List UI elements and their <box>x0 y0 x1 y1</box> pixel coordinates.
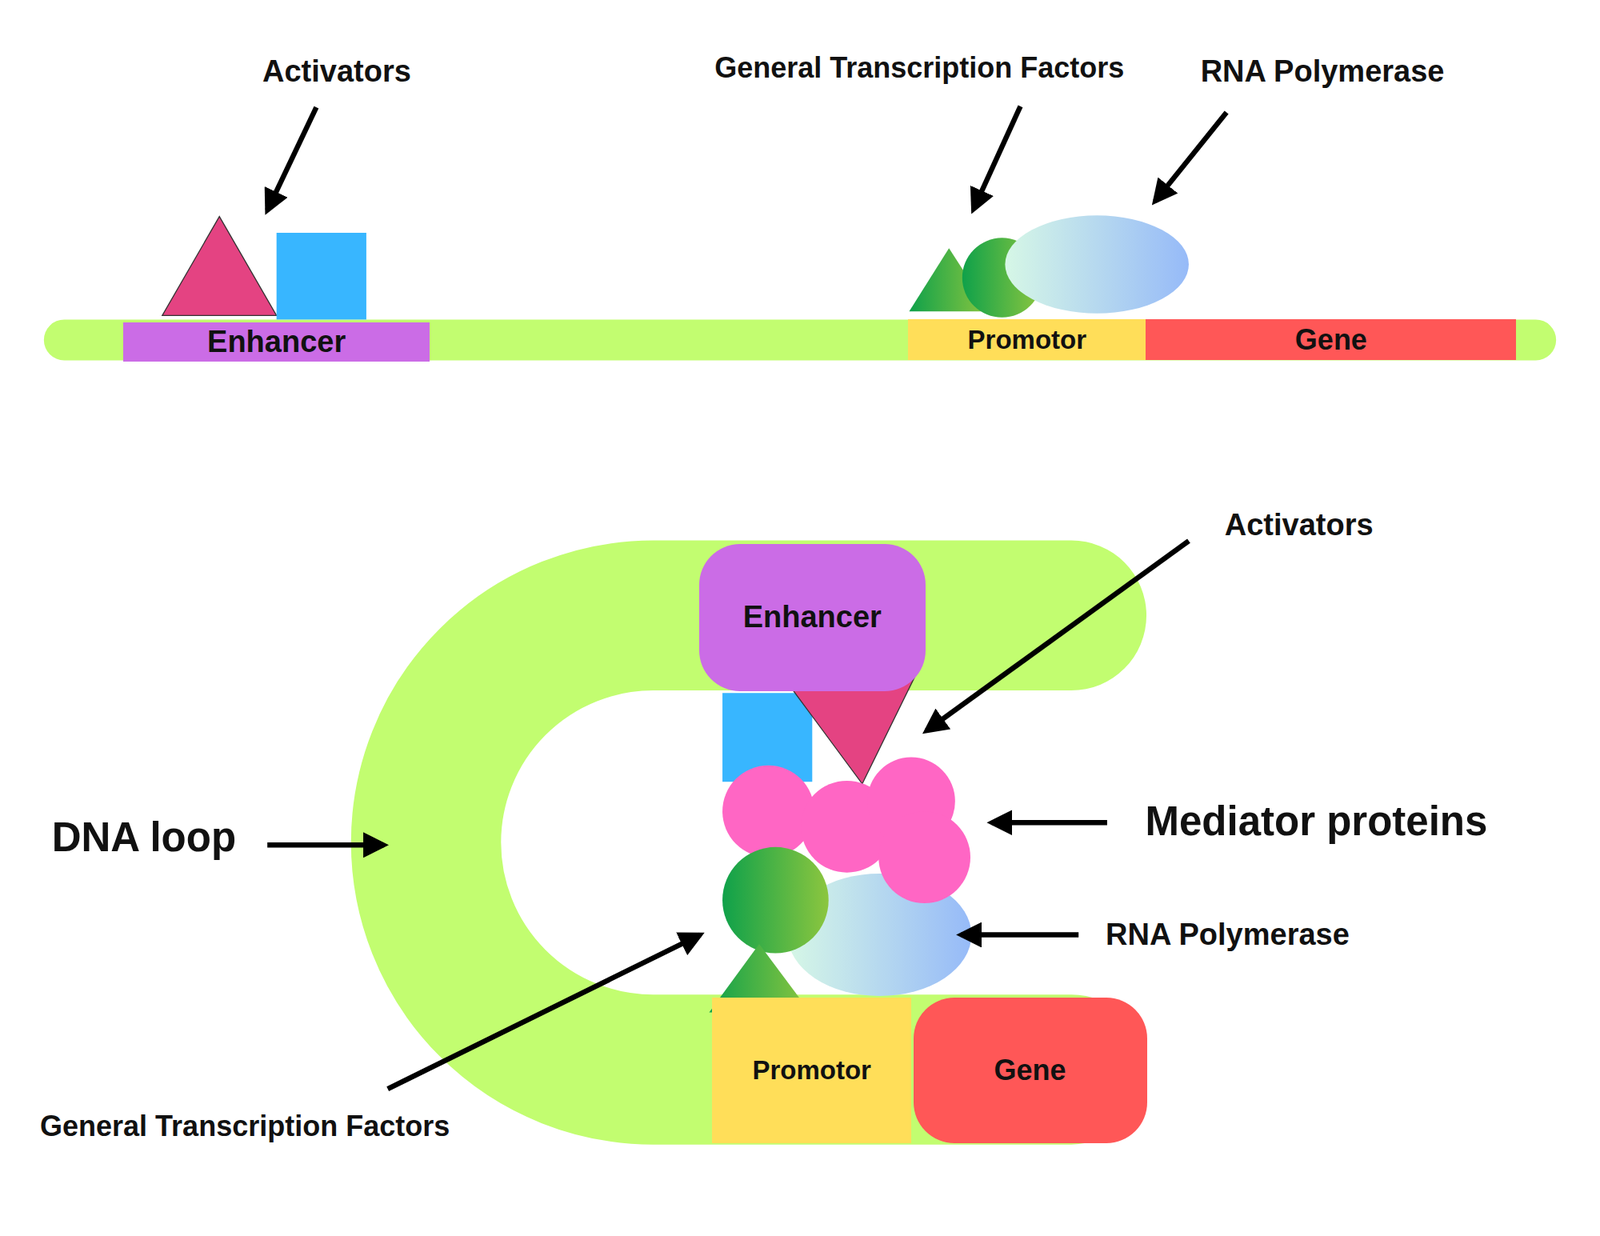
activator-square <box>276 232 367 320</box>
node-text: Gene <box>1295 323 1368 357</box>
mediator-protein <box>878 811 971 904</box>
leader-line <box>992 820 1108 825</box>
callout-label: RNA Polymerase <box>1200 54 1445 89</box>
callout-label: General Transcription Factors <box>714 51 1124 85</box>
activator-triangle <box>162 216 277 316</box>
node-text: Enhancer <box>743 600 882 635</box>
promoter-region: Promotor <box>908 319 1146 360</box>
callout-label: DNA loop <box>52 812 236 860</box>
gene-region: Gene <box>1145 319 1516 360</box>
leader-line <box>388 935 700 1090</box>
node-text: Promotor <box>968 324 1088 356</box>
promoter-region: Promotor <box>712 997 912 1143</box>
dna-strand <box>44 319 1556 360</box>
node-text: Promotor <box>752 1055 872 1086</box>
enhancer-region: Enhancer <box>123 322 430 361</box>
callout-label: Mediator proteins <box>1144 796 1488 844</box>
leader-line <box>267 842 384 848</box>
node-text: Gene <box>994 1053 1067 1088</box>
gtf-circle <box>722 847 829 954</box>
leader-line <box>926 540 1189 731</box>
enhancer-region: Enhancer <box>699 544 926 692</box>
gene-region: Gene <box>913 997 1148 1143</box>
callout-label: RNA Polymerase <box>1105 917 1350 952</box>
callout-label: Activators <box>1224 507 1374 542</box>
callout-label: General Transcription Factors <box>40 1109 450 1144</box>
node-text: Enhancer <box>207 324 346 360</box>
callout-label: Activators <box>262 54 412 89</box>
rna-polymerase <box>1004 215 1189 313</box>
leader-line <box>267 107 316 211</box>
mediator-protein <box>722 765 815 858</box>
leader-line <box>1155 112 1227 201</box>
leader-line <box>973 106 1021 210</box>
leader-line <box>961 932 1080 937</box>
